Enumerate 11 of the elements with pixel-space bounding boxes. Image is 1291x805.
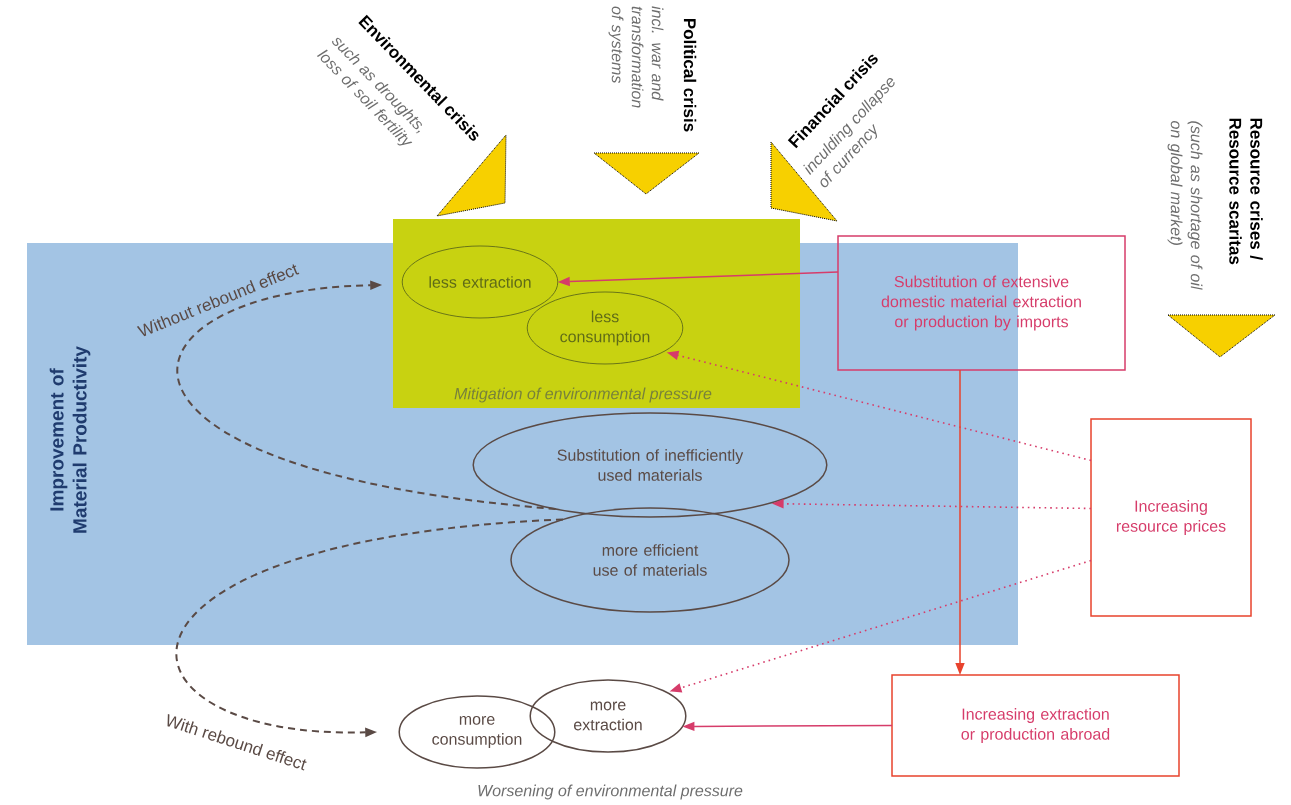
crisis-note: incl. war and transformation of systems (608, 6, 664, 108)
text-box: Substitution of extensive domestic material extraction or production by imports (837, 235, 1126, 371)
crisis-note: (such as shortage of oil on global market) (1167, 121, 1203, 290)
edge-label: With rebound effect (167, 713, 307, 771)
text-box: Increasing resource prices (1090, 418, 1252, 617)
zone-caption: Worsening of environmental pressure (478, 784, 743, 800)
panel-heading: Improvement of Material Productivity (49, 346, 91, 533)
crisis-heading: Resource crises / Resource scaritas (1229, 118, 1263, 265)
crisis-heading: Political crisis (683, 18, 697, 132)
text-box: Increasing extraction or production abroad (891, 674, 1180, 777)
arrow (177, 280, 557, 510)
